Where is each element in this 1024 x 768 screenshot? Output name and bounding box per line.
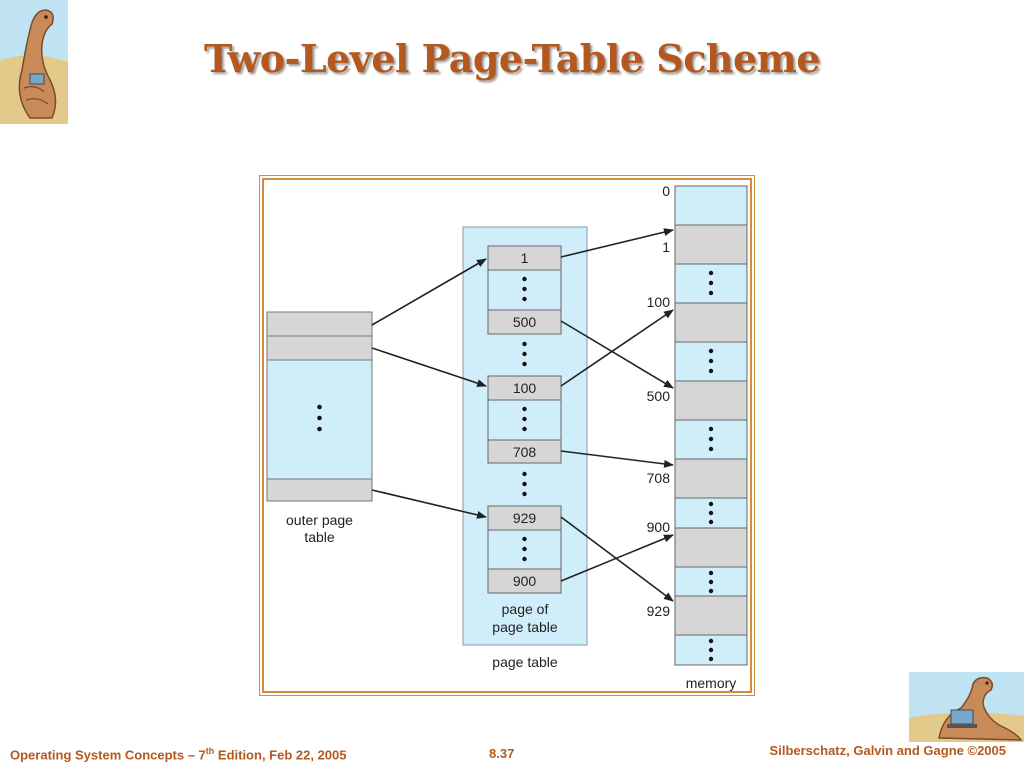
footer-course-info: Operating System Concepts – 7th Edition,… xyxy=(10,746,347,762)
entry-label: 100 xyxy=(513,380,537,396)
entry-label: 1 xyxy=(521,250,529,266)
entry-label: 708 xyxy=(513,444,537,460)
footer-course-tail: Edition, Feb 22, 2005 xyxy=(214,747,347,763)
pointer-arrows xyxy=(371,228,674,602)
page-table-entry xyxy=(487,309,562,335)
slide-title: Two-Level Page-Table Scheme xyxy=(203,36,821,81)
arrow xyxy=(560,534,674,582)
memory-label: memory xyxy=(686,675,737,691)
page-table-entry xyxy=(487,505,562,531)
memory-address: 900 xyxy=(647,519,671,535)
footer-copyright: Silberschatz, Galvin and Gagne ©2005 xyxy=(769,743,1006,758)
ellipsis-dots xyxy=(317,404,322,432)
outer-page-table-label: table xyxy=(304,529,335,545)
page-table-entry xyxy=(487,245,562,271)
footer-page-number: 8.37 xyxy=(489,746,515,761)
entry-label: 500 xyxy=(513,314,537,330)
arrow xyxy=(560,228,674,258)
outer-page-table: outer page table xyxy=(266,311,373,545)
page-table: 1 500 100 708 929 900 page of page table xyxy=(462,226,588,646)
dinosaur-logo-top xyxy=(0,0,68,124)
entry-label: 900 xyxy=(513,573,537,589)
footer-course-main: Operating System Concepts – 7 xyxy=(10,747,206,763)
arrow xyxy=(371,347,487,387)
entry-label: 929 xyxy=(513,510,537,526)
arrow xyxy=(560,516,674,602)
arrow xyxy=(560,320,674,389)
memory-address: 708 xyxy=(647,470,671,486)
memory-address: 0 xyxy=(662,183,670,199)
memory-address: 500 xyxy=(647,388,671,404)
outer-page-table-label: outer page xyxy=(286,512,353,528)
memory-address: 929 xyxy=(647,603,671,619)
arrow xyxy=(371,489,487,519)
arrow xyxy=(371,258,487,326)
footer-course-sup: th xyxy=(205,746,215,756)
arrow xyxy=(560,309,674,387)
memory: 0 1 100 500 708 900 929 xyxy=(647,183,748,666)
arrow xyxy=(560,450,674,468)
page-of-page-table-label: page of xyxy=(502,601,549,617)
page-table-label: page table xyxy=(492,654,558,670)
page-of-page-table-label: page table xyxy=(492,619,558,635)
memory-address: 100 xyxy=(647,294,671,310)
dinosaur-logo-bottom xyxy=(909,672,1024,742)
page-table-entry xyxy=(487,568,562,594)
memory-address: 1 xyxy=(662,239,670,255)
